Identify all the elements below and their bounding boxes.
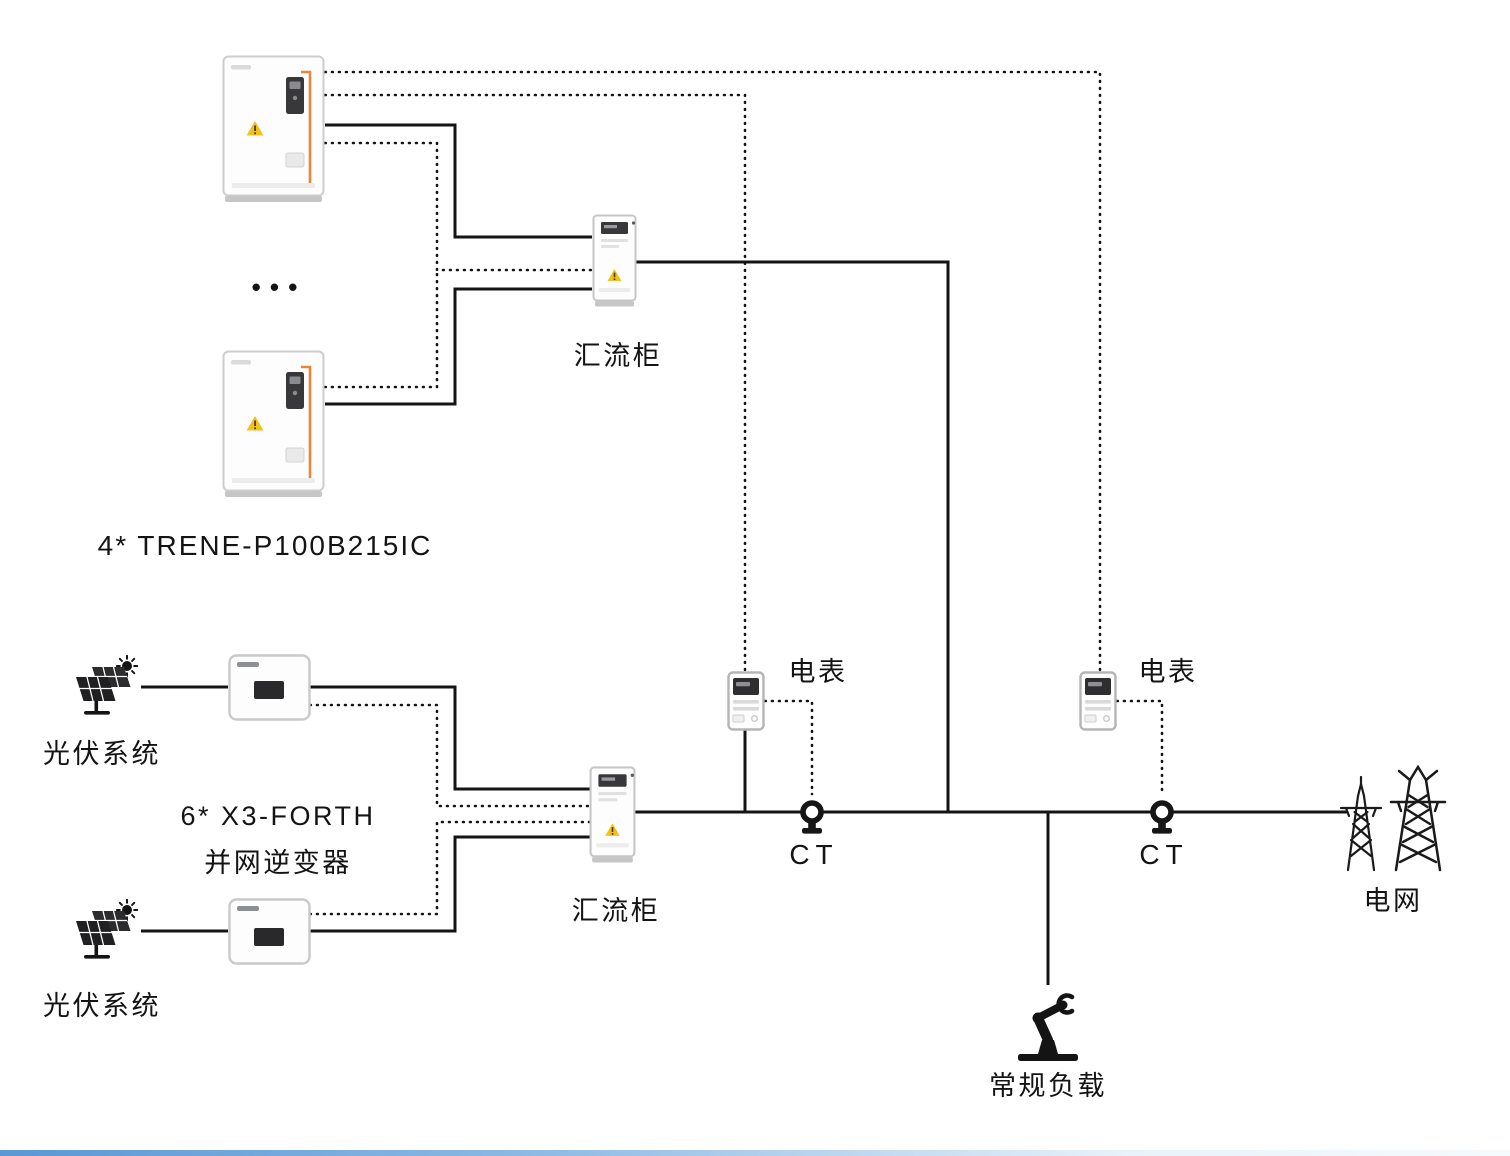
ct-right-label: CT: [1139, 839, 1189, 870]
comm-inverter2-to-combiner: [308, 820, 592, 916]
battery-cabinet-2: [222, 350, 325, 498]
comm-battery-to-meter-left: [323, 93, 747, 672]
ct-clamp-left: [794, 797, 830, 841]
ct-clamp-icon: [1150, 800, 1174, 834]
wire-inverter1-to-combiner: [310, 685, 590, 791]
ess-cabinet-icon: [222, 55, 325, 202]
transmission-tower-icon: [1339, 764, 1447, 872]
wire-inverter2-to-combiner: [310, 835, 590, 933]
combiner-cabinet-bottom: [589, 764, 636, 866]
grid-label: 电网: [1363, 886, 1423, 916]
ct-clamp-right: [1144, 797, 1180, 841]
inverter-top: [228, 654, 311, 721]
inverter-bottom: [228, 898, 311, 965]
meter-right-label: 电表: [1138, 657, 1198, 687]
ess-cabinet-icon: [222, 350, 325, 497]
pv-system-top: [70, 655, 142, 719]
battery-group-label: 4* TRENE-P100B215IC: [97, 530, 433, 561]
wire-battery2-to-combiner: [325, 287, 592, 406]
solar-panel-icon: [76, 655, 139, 715]
pv-bottom-label: 光伏系统: [43, 991, 161, 1021]
energy-meter-icon: [727, 671, 765, 731]
inverter-group-label-line2: 并网逆变器: [204, 848, 352, 878]
inverter-icon: [228, 654, 311, 721]
inverter-group-label-line1: 6* X3-FORTH: [180, 801, 376, 831]
combiner-cabinet-top: [592, 214, 637, 308]
battery-ellipsis: • • •: [251, 272, 299, 302]
load-label: 常规负载: [989, 1071, 1107, 1101]
energy-meter-right: [1079, 671, 1117, 731]
combiner-cabinet-icon: [589, 766, 636, 863]
wire-battery1-to-combiner: [325, 123, 592, 239]
bottom-strip: [0, 1150, 1510, 1156]
energy-meter-left: [727, 671, 765, 731]
inverter-icon: [228, 898, 311, 965]
comm-battery2-to-combiner: [323, 269, 439, 389]
energy-meter-icon: [1079, 671, 1117, 731]
comm-meter-left-to-ct: [763, 699, 814, 796]
regular-load: [1004, 982, 1092, 1064]
combiner-bottom-label: 汇流柜: [571, 896, 661, 926]
ct-left-label: CT: [789, 839, 839, 870]
comm-inverter1-to-combiner: [308, 703, 592, 808]
combiner-top-label: 汇流柜: [573, 341, 663, 371]
power-grid: [1338, 760, 1448, 874]
robot-arm-icon: [1018, 993, 1078, 1061]
ct-clamp-icon: [800, 800, 824, 834]
comm-meter-right-to-ct: [1115, 699, 1164, 796]
comm-battery1-to-combiner: [323, 141, 594, 272]
meter-left-label: 电表: [788, 657, 848, 687]
combiner-cabinet-icon: [592, 214, 637, 307]
comm-battery-to-meter-right: [323, 70, 1102, 672]
battery-cabinet-1: [222, 55, 325, 203]
wire-combiner-top-to-bus: [636, 260, 950, 812]
solar-panel-icon: [76, 899, 139, 959]
pv-top-label: 光伏系统: [43, 739, 161, 769]
pv-system-bottom: [70, 899, 142, 963]
